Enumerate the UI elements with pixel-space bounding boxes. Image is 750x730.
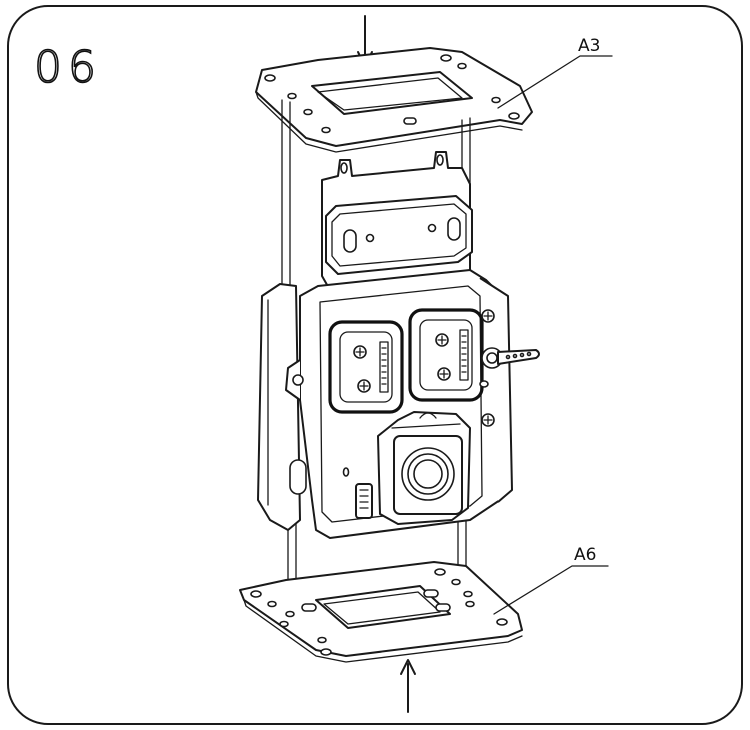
bottom-plate-hole — [451, 578, 461, 586]
bracket-tab-hole — [340, 162, 348, 174]
horn-hole — [505, 354, 511, 360]
servo-frame — [328, 320, 404, 414]
top-plate-window-inner — [317, 77, 463, 111]
horn-hole — [519, 352, 525, 358]
diagram-border — [7, 5, 743, 725]
servo-label-ticks — [381, 347, 387, 385]
screw-cross — [439, 369, 449, 379]
bottom-plate-edge — [243, 599, 523, 663]
front-plate-inner — [319, 285, 483, 523]
bracket-front-face — [325, 195, 473, 275]
bracket-hole — [365, 233, 375, 243]
bottom-plate-a6: A6 — [239, 545, 609, 713]
top-plate-hole — [508, 112, 520, 120]
bottom-plate-slot — [301, 603, 317, 612]
bottom-plate-window — [315, 585, 451, 629]
bracket-tab-hole — [436, 154, 444, 166]
bottom-plate-hole — [434, 568, 446, 576]
callout-a3: A3 — [578, 36, 600, 56]
bottom-plate-hole — [463, 590, 473, 598]
bracket-slot — [343, 229, 357, 253]
callout-a6: A6 — [574, 545, 596, 565]
servo-inner — [419, 319, 473, 391]
bottom-plate-slot — [423, 589, 439, 598]
bottom-plate-window-inner — [323, 591, 441, 625]
bottom-arrow-head — [400, 659, 416, 675]
switch-ridges — [359, 489, 369, 509]
left-ear-hole — [292, 374, 304, 386]
top-plate-hole — [440, 54, 452, 62]
camera-module — [377, 411, 471, 525]
top-plate-a3: A3 — [255, 15, 613, 153]
main-body — [257, 151, 540, 539]
servo-label-strip — [379, 341, 389, 393]
bottom-plate-hole — [279, 620, 289, 628]
servo-horn-arm — [497, 349, 540, 365]
top-plate-slot — [403, 117, 417, 125]
screw-cross — [359, 381, 369, 391]
bottom-plate-hole — [320, 648, 332, 656]
a3-leader-line — [497, 55, 613, 109]
screw-cross — [483, 415, 493, 425]
top-plate-hole — [264, 74, 276, 82]
top-plate-hole — [491, 96, 501, 104]
screw-cross — [355, 347, 365, 357]
bottom-plate-hole — [285, 610, 295, 618]
bottom-plate-hole — [465, 600, 475, 608]
screw-cross — [483, 311, 493, 321]
bracket-front-inner — [331, 203, 467, 267]
bottom-plate-hole — [496, 618, 508, 626]
side-hole — [479, 380, 489, 388]
body-slot — [289, 459, 307, 495]
bracket-slot — [447, 217, 461, 241]
step-number: 06 — [34, 42, 102, 93]
bracket-hole — [427, 223, 437, 233]
a6-leader-line — [493, 565, 609, 615]
top-plate-hole — [303, 108, 313, 116]
servo-horn-center — [486, 352, 498, 364]
horn-hole — [526, 351, 532, 357]
camera-lens-icon — [413, 459, 443, 489]
top-plate-hole — [321, 126, 331, 134]
camera-clip — [419, 412, 437, 419]
top-plate-edge — [255, 91, 523, 153]
bottom-plate-hole — [267, 600, 277, 608]
bottom-plate-slot — [435, 603, 451, 612]
servo-inner — [339, 331, 393, 403]
switch-icon — [355, 483, 373, 519]
front-plate-side — [479, 277, 513, 503]
screw-cross — [437, 335, 447, 345]
bottom-plate-hole — [250, 590, 262, 598]
bottom-plate-hole — [317, 636, 327, 644]
horn-hole — [512, 353, 518, 359]
camera-top-edge — [391, 423, 461, 429]
servo-module-left — [328, 320, 404, 414]
servo-label-strip — [459, 329, 469, 381]
top-plate-hole — [287, 92, 297, 100]
top-plate-window — [311, 71, 473, 115]
servo-label-ticks — [461, 335, 467, 373]
top-plate-hole — [457, 62, 467, 70]
body-hole — [342, 467, 350, 477]
